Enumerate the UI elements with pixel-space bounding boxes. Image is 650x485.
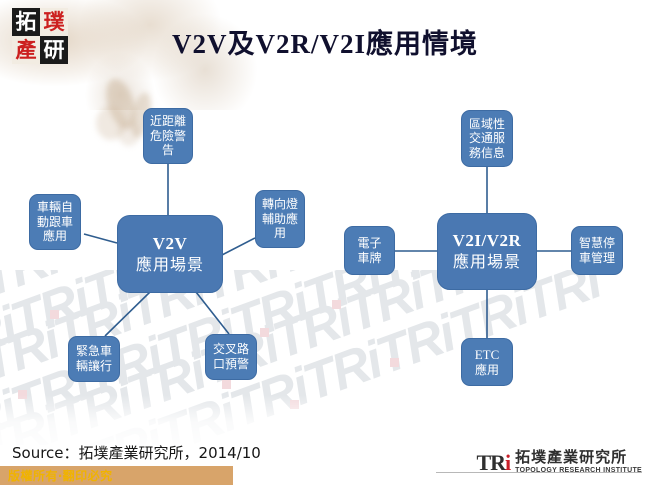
tri-footer-names: 拓墣產業研究所 TOPOLOGY RESEARCH INSTITUTE <box>515 448 642 475</box>
node-line: 告 <box>161 143 174 158</box>
node-line: 交通服 <box>468 131 505 146</box>
v2i-center-line1: V2I/V2R <box>452 231 522 251</box>
copyright-text: 版權所有‧翻印必究 <box>8 469 113 483</box>
node-line: 緊急車 <box>75 344 112 359</box>
link-v2v-intersection <box>195 291 230 335</box>
tri-wordmark-tr: TR <box>476 450 506 475</box>
node-line: 近距離 <box>149 114 186 129</box>
node-line: 危險警 <box>149 128 186 143</box>
node-line: 轉向燈 <box>261 197 298 212</box>
node-line: 務信息 <box>468 145 505 160</box>
tri-wordmark: TRi <box>476 450 511 475</box>
v2v-center-line2: 應用場景 <box>135 254 204 274</box>
link-v2v-emergency-yield <box>104 291 151 337</box>
v2i-v2r-center-node[interactable]: V2I/V2R 應用場景 <box>437 213 537 290</box>
node-line: 動跟車 <box>36 214 73 229</box>
node-regional-traffic-service-info[interactable]: 區域性 交通服 務信息 <box>461 110 513 167</box>
node-line: 車輛自 <box>36 200 73 215</box>
node-smart-parking-management[interactable]: 智慧停 車管理 <box>571 226 623 275</box>
concept-diagram: V2V 應用場景 近距離 危險警 告 車輛自 動跟車 應用 轉向燈 輔助應 用 <box>29 108 623 386</box>
node-electronic-license-plate[interactable]: 電子 車牌 <box>344 226 395 275</box>
v2v-center-node[interactable]: V2V 應用場景 <box>117 215 223 293</box>
node-line: 口預警 <box>212 357 249 371</box>
node-etc-application[interactable]: ETC 應用 <box>461 338 513 386</box>
node-line: 用 <box>273 226 286 241</box>
node-line: 區域性 <box>468 116 505 131</box>
node-line: 交叉路 <box>212 342 249 357</box>
tri-name-cn: 拓墣產業研究所 <box>515 448 628 466</box>
node-line: 車牌 <box>357 250 382 265</box>
diagram-connector-lines <box>83 163 571 338</box>
node-close-range-danger-warning[interactable]: 近距離 危險警 告 <box>143 108 193 164</box>
node-vehicle-auto-following[interactable]: 車輛自 動跟車 應用 <box>29 194 81 250</box>
v2v-center-line1: V2V <box>152 233 188 253</box>
link-v2v-auto-following <box>83 233 118 244</box>
node-turn-signal-assist[interactable]: 轉向燈 輔助應 用 <box>255 190 305 248</box>
tri-wordmark-i: i <box>505 450 511 475</box>
copyright-bar <box>0 466 233 485</box>
v2i-center-line2: 應用場景 <box>452 252 521 272</box>
link-v2v-turn-signal <box>221 237 256 256</box>
node-line: 車管理 <box>578 250 615 265</box>
node-line: 輔助應 <box>261 211 298 226</box>
page-title: V2V及V2R/V2I應用情境 <box>171 29 478 59</box>
footer-divider <box>436 472 642 473</box>
tri-name-en: TOPOLOGY RESEARCH INSTITUTE <box>515 467 642 474</box>
node-line: 電子 <box>357 235 382 250</box>
node-line: 輛讓行 <box>75 359 112 373</box>
node-intersection-warning[interactable]: 交叉路 口預警 <box>205 334 257 380</box>
node-line: ETC <box>474 346 500 362</box>
tri-footer-logo: TRi 拓墣產業研究所 TOPOLOGY RESEARCH INSTITUTE <box>476 448 642 475</box>
node-line: 應用 <box>474 362 499 377</box>
node-emergency-vehicle-yield[interactable]: 緊急車 輛讓行 <box>68 336 120 382</box>
node-line: 智慧停 <box>578 235 615 250</box>
source-caption: Source：拓墣產業研究所，2014/10 <box>12 444 261 462</box>
node-line: 應用 <box>42 229 67 244</box>
